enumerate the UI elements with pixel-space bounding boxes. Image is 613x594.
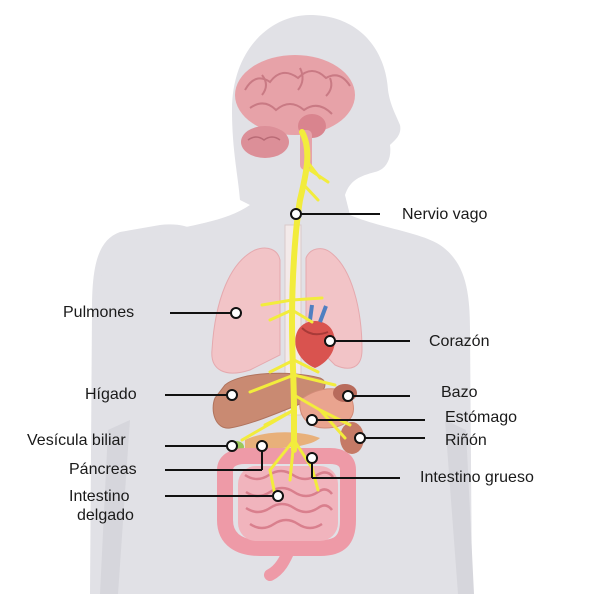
kidney xyxy=(340,422,364,454)
label-spleen: Bazo xyxy=(441,384,478,401)
vagus-nerve xyxy=(240,129,352,497)
label-small-intestine-line2: delgado xyxy=(77,507,134,524)
label-vagus-nerve: Nervio vago xyxy=(402,206,488,223)
brain xyxy=(235,55,355,170)
label-heart: Corazón xyxy=(429,333,490,350)
small-intestine xyxy=(238,466,338,541)
rectum xyxy=(264,542,296,581)
label-large-intestine: Intestino grueso xyxy=(420,469,534,486)
heart xyxy=(295,304,335,368)
label-small-intestine-line1: Intestino xyxy=(69,488,130,505)
label-stomach: Estómago xyxy=(445,409,518,426)
label-kidney: Riñón xyxy=(445,432,487,449)
label-gallbladder: Vesícula biliar xyxy=(27,432,126,449)
leader-lines xyxy=(165,208,425,502)
large-intestine xyxy=(217,448,356,556)
label-pancreas: Páncreas xyxy=(69,461,137,478)
label-liver: Hígado xyxy=(85,386,137,403)
body-silhouette xyxy=(90,15,474,594)
label-lungs: Pulmones xyxy=(63,304,135,321)
